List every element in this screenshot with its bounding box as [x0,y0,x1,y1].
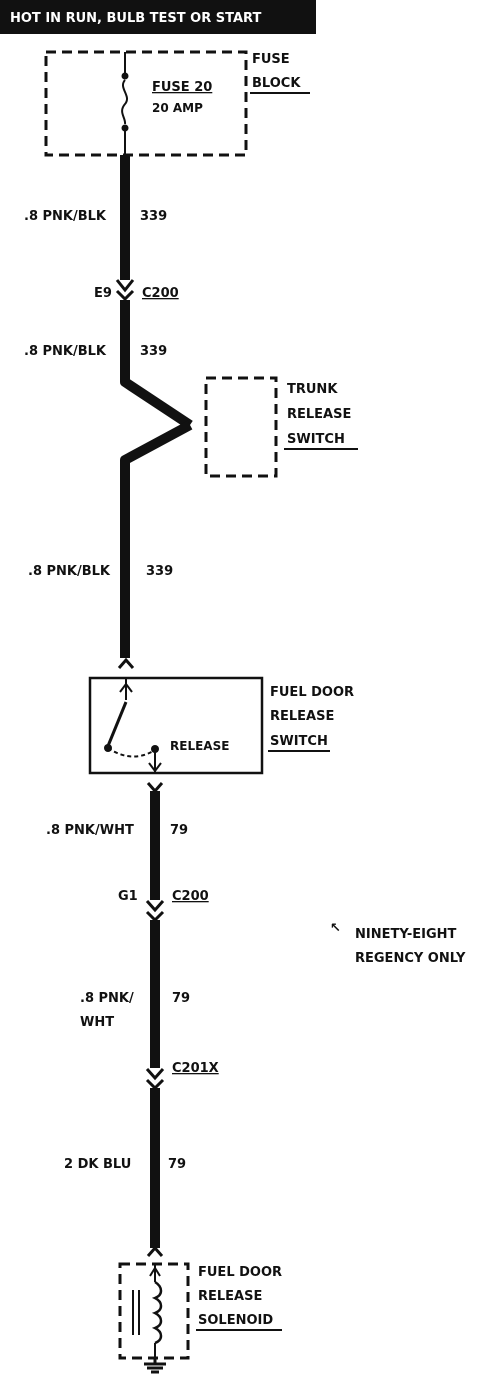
wire-79-a-circuit: 79 [170,823,188,838]
fuel-switch-dashed-link [107,747,156,758]
fuse-block-box [44,50,248,157]
header-bar [0,0,316,34]
fuel-switch-arrow [119,682,133,693]
note-line-2: REGENCY ONLY [355,951,466,966]
connector-c200-name: C200 [142,286,179,301]
wire-79-b-gauge-1: .8 PNK/ [80,991,134,1006]
solenoid-input-connector [146,1245,164,1257]
wire-79-c-gauge: 2 DK BLU [64,1157,131,1172]
wire-339-a-circuit: 339 [140,209,167,224]
fuse-bottom-terminal [121,124,129,132]
ground-symbol [144,1358,166,1374]
wire-339-b [120,300,193,430]
connector-c200-e9 [115,279,135,302]
fuse-block-label-1: FUSE [252,52,290,67]
fuel-switch-input-connector [117,657,135,669]
solenoid-label-2: RELEASE [198,1289,262,1304]
note-marker: ↖ [330,921,341,936]
fuel-switch-blade [106,701,128,747]
wire-339-a-gauge: .8 PNK/BLK [24,209,107,224]
wire-339-c-circuit: 339 [146,564,173,579]
wire-339-b-gauge: .8 PNK/BLK [24,344,107,359]
solenoid-coil [151,1280,163,1345]
trunk-switch-label-3: SWITCH [287,432,345,447]
wire-339-b-circuit: 339 [140,344,167,359]
connector-c201x-name: C201X [172,1061,219,1076]
connector-c200-g1-name: C200 [172,889,209,904]
wire-79-c-circuit: 79 [168,1157,186,1172]
fuse-block-label-2: BLOCK [252,76,301,91]
fuse-top-terminal [121,72,129,80]
wire-79-b-circuit: 79 [172,991,190,1006]
fuse-element [121,79,128,125]
solenoid-label-1: FUEL DOOR [198,1265,282,1280]
solenoid-arrow [149,1266,161,1277]
connector-g1-pin: G1 [118,889,138,904]
header-text: HOT IN RUN, BULB TEST OR START [10,11,261,26]
wire-339-c-gauge: .8 PNK/BLK [28,564,111,579]
fuse-name: FUSE 20 [152,80,212,95]
connector-c200-g1 [145,900,165,923]
fuel-switch-label-3: SWITCH [270,734,328,749]
wire-339-c [120,420,193,658]
fuel-door-switch-box [88,676,264,775]
wire-79-a-gauge: .8 PNK/WHT [46,823,134,838]
fuel-switch-output-arrow [148,762,162,773]
fuel-switch-output-connector [146,782,164,794]
solenoid-label-3: SOLENOID [198,1313,273,1328]
connector-c201x [145,1068,165,1091]
note-line-1: NINETY-EIGHT [355,927,457,942]
trunk-release-switch-box [204,376,278,478]
fuel-switch-label-2: RELEASE [270,709,334,724]
trunk-switch-label-2: RELEASE [287,407,351,422]
wire-79-b-gauge-2: WHT [80,1015,114,1030]
fuel-switch-label-1: FUEL DOOR [270,685,354,700]
fuel-switch-contact-release [151,745,159,753]
fuse-rating: 20 AMP [152,101,203,115]
connector-e9-pin: E9 [94,286,112,301]
fuel-switch-release-label: RELEASE [170,739,229,753]
trunk-switch-label-1: TRUNK [287,382,338,397]
